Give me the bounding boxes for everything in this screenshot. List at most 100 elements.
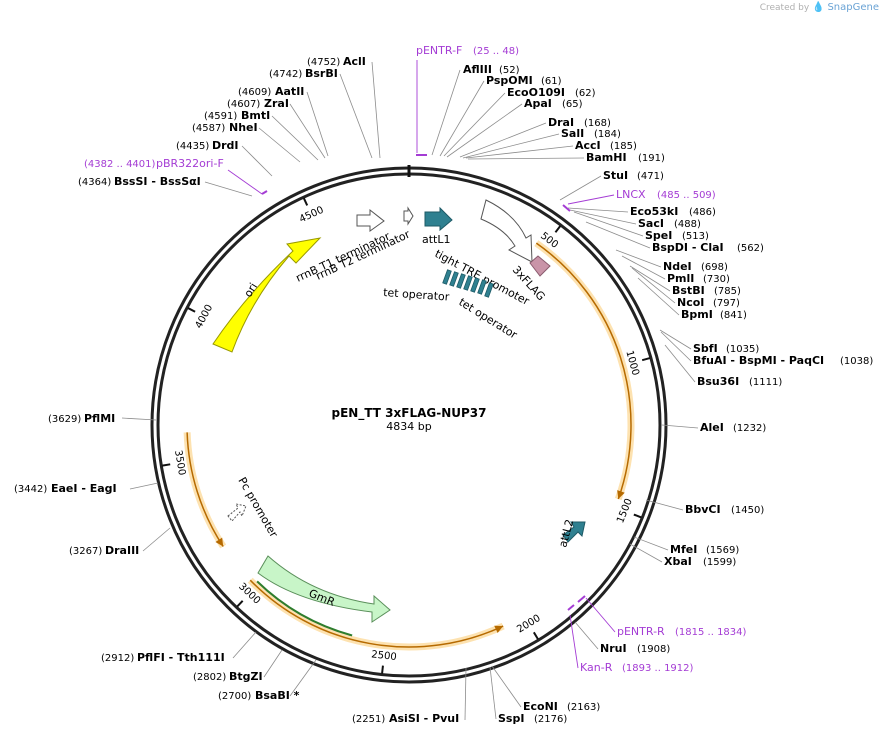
enzyme-nhei[interactable]: (4587)NheI — [192, 121, 258, 134]
enzyme-zrai[interactable]: (4607)ZraI — [227, 97, 289, 110]
rrnb-t2-terminator-arrow[interactable] — [403, 206, 414, 226]
enzyme-pspomi[interactable]: PspOMI(61) — [486, 74, 562, 87]
enzyme-acci[interactable]: AccI(185) — [575, 139, 637, 152]
svg-text:AclI: AclI — [343, 55, 366, 68]
enzyme-bsrbi[interactable]: (4742)BsrBI — [269, 67, 338, 80]
ori-arrow[interactable] — [212, 237, 322, 353]
svg-text:BstBI: BstBI — [672, 284, 705, 297]
tick-label: 2500 — [371, 649, 397, 663]
enzyme-mfei[interactable]: MfeI (1569) — [670, 543, 739, 556]
orf-arc[interactable] — [534, 240, 635, 501]
svg-text:PflMI: PflMI — [84, 412, 115, 425]
svg-text:BsrBI: BsrBI — [305, 67, 338, 80]
enzyme-bmti[interactable]: (4591)BmtI — [204, 109, 270, 122]
enzyme-ecoo109i[interactable]: EcoO109I(62) — [507, 86, 596, 99]
svg-text:(1569): (1569) — [706, 545, 739, 556]
enzyme-bbvci[interactable]: BbvCI(1450) — [685, 503, 764, 516]
primer-kan-r[interactable]: Kan-R(1893 .. 1912) — [580, 661, 694, 674]
leader-line — [258, 127, 301, 163]
orf-arc[interactable] — [249, 579, 504, 648]
3xflag-arrow[interactable] — [529, 255, 551, 277]
enzyme-alei[interactable]: AleI(1232) — [700, 421, 766, 434]
attl1-arrow[interactable] — [424, 206, 453, 232]
enzyme-saci[interactable]: SacI(488) — [638, 217, 701, 230]
enzyme-spei[interactable]: SpeI(513) — [645, 229, 709, 242]
enzyme-acli[interactable]: (4752)AclI — [307, 55, 366, 68]
attl2-arrow[interactable] — [562, 521, 586, 543]
primer-pbr322ori-f[interactable]: (4382 .. 4401)pBR322ori-F — [84, 157, 224, 170]
enzyme-bamhi[interactable]: BamHI(191) — [586, 151, 665, 164]
credit-line: Created by 💧 SnapGene — [760, 2, 879, 13]
lncx-mark — [562, 204, 571, 212]
enzyme-eaei-eagi[interactable]: (3442)EaeI - EagI — [14, 482, 117, 495]
enzyme-ncoi[interactable]: NcoI(797) — [677, 296, 740, 309]
enzyme-sbfi[interactable]: SbfI(1035) — [693, 342, 759, 355]
enzyme-draiii[interactable]: (3267)DraIII — [69, 544, 139, 557]
leader-line — [660, 331, 692, 362]
rrnb-t1-terminator-arrow[interactable] — [356, 208, 385, 232]
pc-promoter-arrow[interactable] — [227, 503, 247, 522]
primer-marks — [261, 154, 586, 611]
enzyme-drai[interactable]: DraI(168) — [548, 116, 611, 129]
orf-arc[interactable] — [183, 432, 227, 549]
enzyme-sspi[interactable]: SspI(2176) — [498, 712, 567, 725]
enzyme-nrui[interactable]: NruI(1908) — [600, 642, 670, 655]
tick-mark — [162, 463, 171, 467]
enzyme-eco53ki[interactable]: Eco53kI(486) — [630, 205, 716, 218]
tet-operator-box[interactable] — [442, 269, 494, 298]
svg-text:SpeI: SpeI — [645, 229, 672, 242]
leader-line — [573, 211, 644, 237]
tick-label: 4000 — [194, 303, 216, 331]
enzyme-asisi-pvui[interactable]: (2251)AsiSI - PvuI — [352, 712, 459, 725]
svg-text:MfeI: MfeI — [670, 543, 697, 556]
orf-arrowhead — [215, 537, 224, 547]
enzyme-bpmi[interactable]: BpmI(841) — [681, 308, 747, 321]
kan-r-mark — [567, 604, 575, 611]
svg-text:BspDI - ClaI: BspDI - ClaI — [652, 241, 724, 254]
enzyme-bsssi[interactable]: (4364)BssSI - BssSαI — [78, 175, 201, 188]
enzyme-apai[interactable]: ApaI(65) — [524, 97, 583, 110]
enzyme-drdi[interactable]: (4435)DrdI — [176, 139, 239, 152]
svg-text:(2176): (2176) — [534, 714, 567, 725]
enzyme-bfuai-bspmi-paqci[interactable]: BfuAI - BspMI - PaqCI(1038) — [693, 354, 873, 367]
rrnb-t2-terminator-label: rrnB T2 terminator — [314, 227, 413, 282]
tight-tre-promoter-arrow[interactable] — [480, 199, 533, 263]
orf-arc[interactable] — [186, 432, 224, 547]
svg-text:(797): (797) — [713, 298, 740, 309]
enzyme-pflfi-tth111i[interactable]: (2912)PflFI - Tth111I — [101, 651, 225, 664]
primer-leader-line — [227, 169, 263, 195]
gmr-label: GmR — [307, 587, 337, 609]
svg-text:SacI: SacI — [638, 217, 664, 230]
enzyme-btgzi[interactable]: (2802)BtgZI — [193, 670, 263, 683]
enzyme-bspdi-clai[interactable]: BspDI - ClaI (562) — [652, 241, 764, 254]
svg-text:(4435): (4435) — [176, 141, 209, 152]
enzyme-aatii[interactable]: (4609)AatII — [238, 85, 304, 98]
primer-pentr-f[interactable]: pENTR-F(25 .. 48) — [416, 44, 519, 57]
enzyme-xbai[interactable]: XbaI(1599) — [664, 555, 736, 568]
enzyme-bsu36i[interactable]: Bsu36I(1111) — [697, 375, 782, 388]
enzyme-aflIII[interactable]: AflIII(52) — [463, 63, 520, 76]
enzyme-pmli[interactable]: PmlI(730) — [667, 272, 730, 285]
orf-arc[interactable] — [535, 242, 632, 500]
primer-leader-line — [585, 597, 616, 633]
svg-text:AatII: AatII — [275, 85, 304, 98]
leader-line — [289, 103, 326, 159]
svg-text:(1893 .. 1912): (1893 .. 1912) — [622, 663, 694, 674]
enzyme-stui[interactable]: StuI(471) — [603, 169, 664, 182]
svg-text:(1599): (1599) — [703, 557, 736, 568]
enzyme-pflmi[interactable]: (3629)PflMI — [48, 412, 115, 425]
gmr-orf-arc[interactable] — [256, 580, 353, 637]
enzyme-bstbi[interactable]: BstBI(785) — [672, 284, 741, 297]
enzyme-sali[interactable]: SalI(184) — [561, 127, 621, 140]
enzyme-econi[interactable]: EcoNI(2163) — [523, 700, 600, 713]
primer-lncx[interactable]: LNCX(485 .. 509) — [616, 188, 716, 201]
primer-labels: pENTR-F(25 .. 48) LNCX(485 .. 509) pENTR… — [84, 44, 747, 674]
enzyme-ndei[interactable]: NdeI(698) — [663, 260, 728, 273]
svg-text:(562): (562) — [737, 243, 764, 254]
gmr-arrow[interactable] — [257, 555, 391, 623]
primer-pentr-r[interactable]: pENTR-R(1815 .. 1834) — [617, 625, 747, 638]
svg-text:Eco53kI: Eco53kI — [630, 205, 678, 218]
leader-line — [645, 499, 684, 511]
enzyme-bsabi[interactable]: (2700)BsaBI * — [218, 689, 300, 702]
svg-text:(1038): (1038) — [840, 356, 873, 367]
